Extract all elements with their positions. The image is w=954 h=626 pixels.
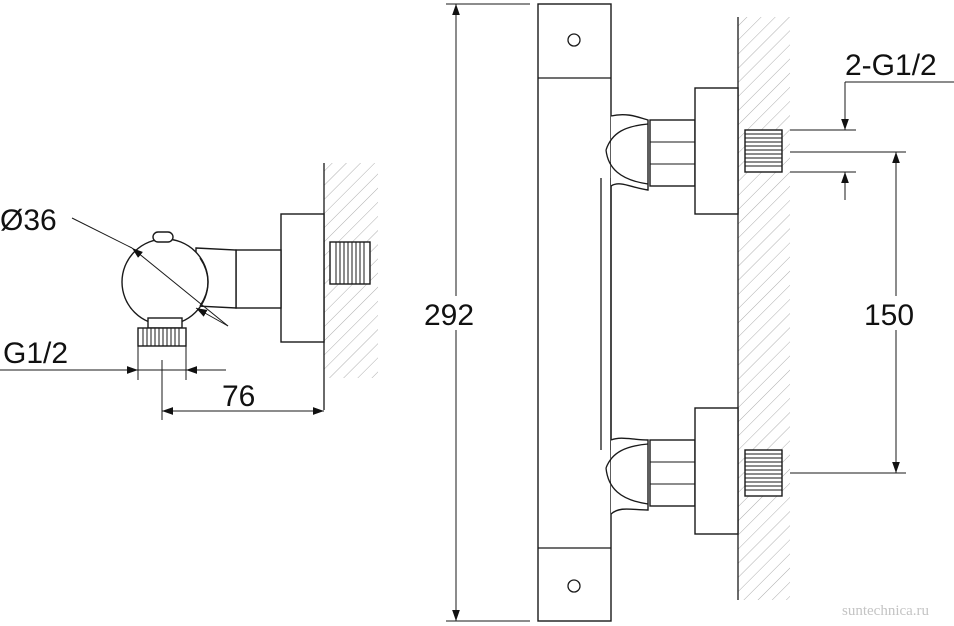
label-inlet-thread: G1/2 xyxy=(3,337,68,370)
mixer-bar-front xyxy=(537,3,612,622)
upper-connector xyxy=(649,119,696,187)
label-spacing: 150 xyxy=(864,299,914,332)
outlet-thread-lines xyxy=(142,328,180,346)
thread-lines-side xyxy=(335,242,365,284)
lower-rosette xyxy=(694,407,739,535)
dimension-depth: 76 xyxy=(161,360,324,420)
lower-thread xyxy=(744,449,783,497)
outlet-collar-side xyxy=(147,317,183,329)
dimension-height: 292 xyxy=(422,3,530,622)
front-view: 2-G1/2 150 xyxy=(537,3,954,622)
label-diameter: Ø36 xyxy=(0,204,57,237)
mixer-body-circle xyxy=(121,238,209,326)
top-knob-side xyxy=(152,231,174,243)
label-depth: 76 xyxy=(222,380,255,413)
upper-thread xyxy=(744,129,783,173)
fixing-hole-bottom xyxy=(567,579,581,593)
upper-rosette xyxy=(694,87,739,215)
connector-side xyxy=(235,249,282,309)
dimension-connections: 2-G1/2 xyxy=(790,49,954,200)
lower-connector xyxy=(649,439,696,507)
upper-elbow xyxy=(610,113,649,191)
outlet-thread-side xyxy=(137,327,187,347)
label-connections: 2-G1/2 xyxy=(845,49,937,82)
upper-thread-lines xyxy=(745,133,782,167)
dimension-diameter: Ø36 xyxy=(0,204,229,327)
wall-thread-side xyxy=(329,241,371,285)
label-height: 292 xyxy=(424,299,474,332)
watermark: suntechnica.ru xyxy=(842,603,930,619)
fixing-hole-top xyxy=(567,33,581,47)
rosette-side xyxy=(280,213,325,343)
lower-thread-lines xyxy=(745,453,782,491)
dimension-inlet-thread: G1/2 xyxy=(0,337,226,380)
side-view: Ø36 G1/2 76 xyxy=(0,163,378,420)
wall-hatch-front xyxy=(738,17,790,600)
dimension-spacing: 150 xyxy=(790,151,924,474)
